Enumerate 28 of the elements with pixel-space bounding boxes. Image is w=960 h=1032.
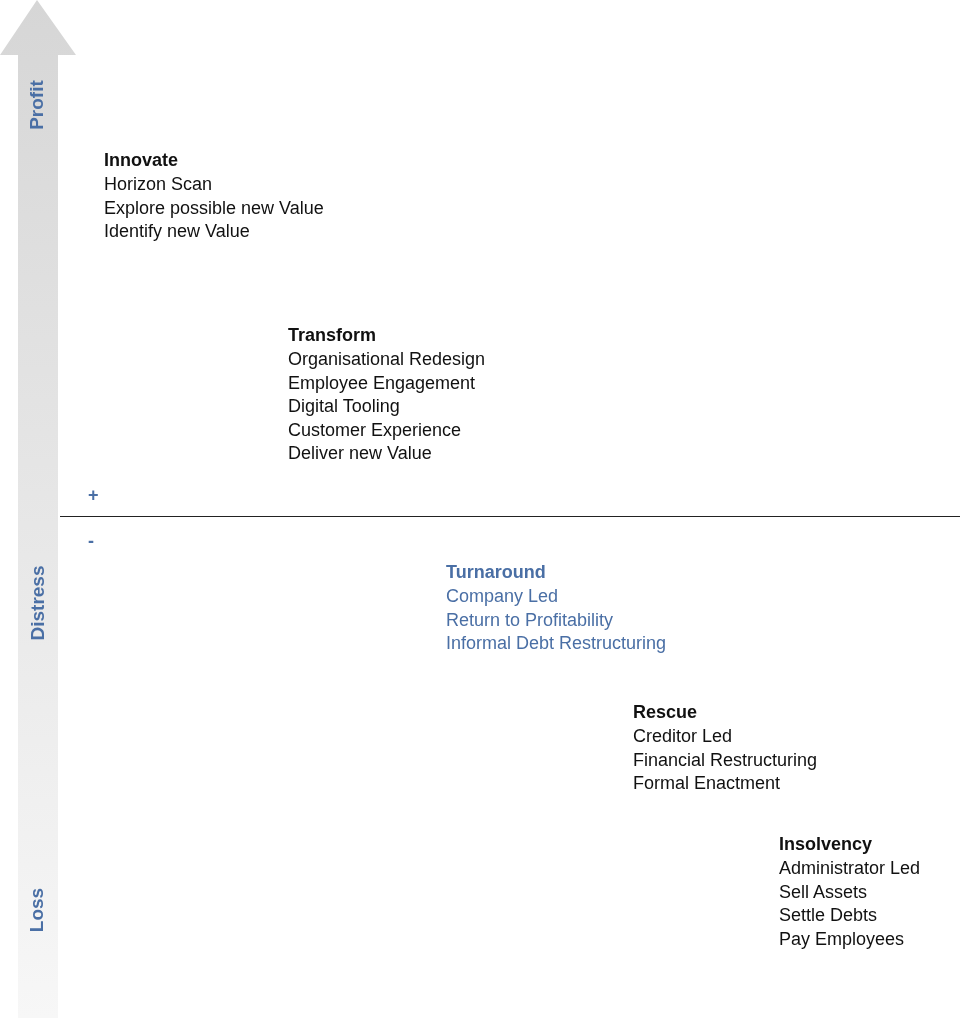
stage-item: Horizon Scan	[104, 173, 213, 195]
stage-heading: Innovate	[104, 149, 178, 171]
stage-item: Settle Debts	[779, 904, 878, 926]
stage-item: Creditor Led	[633, 725, 733, 747]
sign-label: -	[88, 530, 94, 552]
stage-item: Return to Profitability	[446, 609, 614, 631]
stage-item: Formal Enactment	[633, 772, 781, 794]
stage-item: Pay Employees	[779, 928, 905, 950]
stage-item: Employee Engagement	[288, 372, 476, 394]
stage-item: Explore possible new Value	[104, 197, 324, 219]
stage-item: Company Led	[446, 585, 559, 607]
stage-item: Customer Experience	[288, 419, 462, 441]
stage-item: Financial Restructuring	[633, 749, 818, 771]
sign-label: +	[88, 484, 99, 506]
axis-label: Profit	[25, 80, 48, 130]
stage-heading: Turnaround	[446, 561, 546, 583]
stage-heading: Rescue	[633, 701, 698, 723]
axis-label: Loss	[26, 887, 49, 933]
stage-heading: Transform	[288, 324, 377, 346]
stage-item: Deliver new Value	[288, 442, 432, 464]
stage-item: Administrator Led	[779, 857, 921, 879]
stage-item: Organisational Redesign	[288, 348, 486, 370]
axis-label: Distress	[26, 565, 48, 641]
stage-heading: Insolvency	[779, 833, 873, 855]
stage-item: Digital Tooling	[288, 395, 400, 417]
stage-item: Sell Assets	[779, 881, 868, 903]
stage-item: Identify new Value	[104, 220, 250, 242]
stage-item: Informal Debt Restructuring	[446, 632, 667, 654]
